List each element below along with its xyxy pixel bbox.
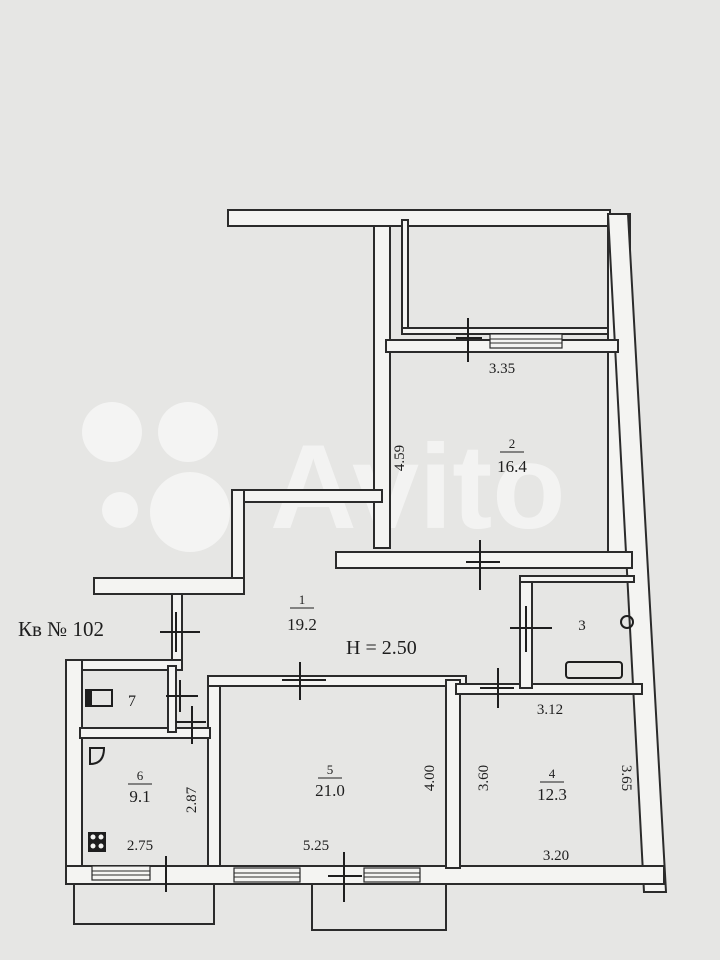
ceiling-height-label: H = 2.50 bbox=[346, 637, 417, 659]
wall-room4-top bbox=[455, 683, 643, 695]
dim-room4-width: 3.20 bbox=[543, 848, 569, 864]
balcony-left bbox=[73, 883, 215, 925]
wall-loggia-top bbox=[227, 209, 611, 227]
wall-room3-top bbox=[519, 575, 635, 583]
wall-left-outer bbox=[65, 659, 83, 883]
wall-step-lower bbox=[93, 577, 245, 595]
dim-room2-depth: 4.59 bbox=[392, 445, 408, 471]
room6-number: 6 bbox=[137, 768, 144, 783]
door-room5 bbox=[282, 662, 326, 700]
dim-room6-depth: 2.87 bbox=[184, 786, 200, 813]
room7-number: 7 bbox=[128, 693, 136, 710]
room4-area: 12.3 bbox=[537, 785, 567, 804]
door-wc bbox=[166, 680, 198, 712]
room3-number: 3 bbox=[578, 618, 586, 634]
door-entry bbox=[160, 612, 200, 652]
doors bbox=[160, 318, 552, 902]
wall-right-outer bbox=[606, 213, 668, 893]
wall-step-top bbox=[231, 489, 383, 503]
room1-number: 1 bbox=[299, 592, 306, 607]
stove-icon bbox=[88, 832, 106, 852]
door-loggia bbox=[456, 318, 482, 362]
wall-loggia-left bbox=[401, 219, 409, 331]
sink-icon bbox=[620, 615, 634, 629]
dim-room4-depth-right: 3.65 bbox=[618, 765, 634, 791]
apartment-label: Кв № 102 bbox=[18, 617, 104, 641]
room2-area: 16.4 bbox=[497, 457, 527, 476]
wall-bath-top bbox=[79, 727, 211, 739]
washbasin-icon bbox=[89, 747, 106, 766]
balcony-door bbox=[328, 852, 362, 902]
room4-number: 4 bbox=[549, 766, 556, 781]
room5-number: 5 bbox=[327, 762, 334, 777]
dim-room5-width: 5.25 bbox=[303, 838, 329, 854]
wall-room5-left bbox=[207, 675, 221, 867]
wall-loggia-bottom bbox=[401, 327, 621, 335]
door-room4 bbox=[480, 668, 514, 708]
walls bbox=[65, 209, 668, 893]
room6-area: 9.1 bbox=[129, 787, 150, 806]
dim-room6-width: 2.75 bbox=[127, 838, 153, 854]
wall-step-vertical bbox=[231, 489, 245, 589]
door-bath bbox=[176, 706, 206, 744]
balcony-right bbox=[311, 883, 447, 931]
wall-wc-right bbox=[167, 665, 177, 733]
wall-room5-right bbox=[445, 679, 461, 869]
dim-room4-depth-left: 3.60 bbox=[476, 765, 492, 791]
wall-room2-bottom bbox=[335, 551, 633, 569]
room1-area: 19.2 bbox=[287, 615, 317, 634]
wall-room2-left bbox=[373, 225, 391, 549]
room2-number: 2 bbox=[509, 436, 516, 451]
window-room5-right bbox=[363, 867, 421, 883]
watermark-text: Avito bbox=[270, 420, 566, 554]
window-room6 bbox=[91, 865, 151, 881]
toilet-icon bbox=[85, 689, 113, 707]
dim-room2-width: 3.35 bbox=[489, 361, 515, 377]
room5-area: 21.0 bbox=[315, 781, 345, 800]
window-room5-left bbox=[233, 867, 301, 883]
wall-room5-top bbox=[207, 675, 467, 687]
door-room2 bbox=[466, 540, 500, 590]
door-room3 bbox=[510, 606, 552, 652]
window-loggia bbox=[489, 333, 563, 349]
dim-room3-width: 3.12 bbox=[537, 702, 563, 718]
avito-logo-watermark: Avito bbox=[82, 402, 566, 554]
windows bbox=[73, 333, 563, 931]
fixtures bbox=[85, 615, 634, 852]
bathtub-icon bbox=[565, 661, 623, 679]
wall-wc-top bbox=[65, 659, 183, 671]
dim-room5-depth: 4.00 bbox=[422, 765, 438, 791]
